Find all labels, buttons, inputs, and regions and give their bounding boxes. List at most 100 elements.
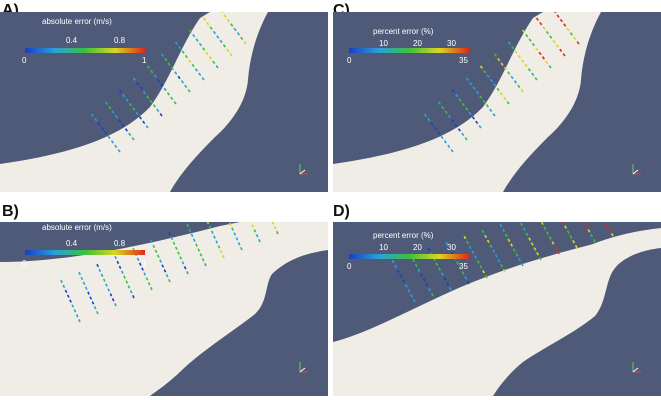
measurement-dash bbox=[520, 262, 524, 267]
measurement-dash bbox=[610, 232, 614, 237]
measurement-dash bbox=[98, 268, 102, 273]
measurement-dash bbox=[437, 101, 441, 105]
measurement-dash bbox=[531, 72, 535, 77]
colorbar-tick: 30 bbox=[447, 243, 456, 252]
measurement-dash bbox=[212, 30, 216, 35]
measurement-dash bbox=[435, 262, 439, 266]
measurement-dash bbox=[479, 95, 483, 99]
measurement-dash bbox=[202, 17, 206, 21]
measurement-dash bbox=[500, 62, 504, 66]
measurement-dash bbox=[500, 264, 504, 268]
measurement-dash bbox=[566, 27, 570, 32]
measurement-dash bbox=[138, 116, 142, 120]
measurement-dash bbox=[464, 276, 468, 280]
measurement-dash bbox=[107, 135, 111, 140]
measurement-dash bbox=[542, 26, 546, 30]
measurement-dash bbox=[493, 53, 497, 57]
measurement-dash bbox=[440, 135, 444, 140]
measurement-dash bbox=[145, 277, 149, 281]
measurement-dash bbox=[107, 288, 111, 292]
measurement-dash bbox=[223, 14, 227, 18]
measurement-dash bbox=[166, 92, 170, 96]
axes-triad-icon bbox=[632, 164, 641, 175]
measurement-dash bbox=[198, 72, 202, 77]
measurement-dash bbox=[478, 125, 482, 129]
colorbar-max-label: 1 bbox=[142, 259, 147, 268]
measurement-dash bbox=[100, 126, 104, 131]
measurement-dash bbox=[108, 105, 112, 110]
measurement-dash bbox=[427, 247, 431, 252]
measurement-dash bbox=[479, 65, 483, 69]
measurement-dash bbox=[476, 260, 480, 264]
measurement-dash bbox=[183, 266, 187, 270]
measurement-dash bbox=[125, 280, 129, 284]
panel-d-scene: percent error (%) 10 20 30 0 35 bbox=[333, 222, 661, 396]
measurement-dash bbox=[159, 259, 162, 263]
measurement-dash bbox=[475, 120, 479, 125]
measurement-dash bbox=[78, 318, 81, 323]
measurement-dash bbox=[114, 144, 118, 149]
measurement-dash bbox=[177, 251, 180, 255]
measurement-dash bbox=[541, 56, 545, 60]
measurement-dash bbox=[116, 260, 120, 265]
measurement-dash bbox=[514, 50, 518, 54]
measurement-dash bbox=[215, 65, 219, 69]
measurement-dash bbox=[407, 289, 411, 293]
measurement-dash bbox=[534, 77, 538, 81]
measurement-dash bbox=[152, 244, 156, 249]
colorbar-max-label: 1 bbox=[142, 56, 147, 65]
measurement-dash bbox=[444, 110, 448, 114]
measurement-dash bbox=[584, 224, 588, 228]
measurement-dash bbox=[447, 114, 451, 119]
measurement-dash bbox=[150, 239, 153, 244]
measurement-dash bbox=[132, 107, 136, 111]
measurement-dash bbox=[131, 137, 135, 141]
measurement-dash bbox=[507, 238, 511, 242]
measurement-dash bbox=[433, 126, 437, 131]
measurement-dash bbox=[243, 41, 247, 45]
measurement-dash bbox=[138, 262, 142, 266]
measurement-dash bbox=[423, 113, 427, 117]
measurement-dash bbox=[507, 41, 511, 45]
measurement-dash bbox=[499, 92, 503, 96]
measurement-dash bbox=[209, 26, 213, 30]
measurement-dash bbox=[122, 93, 126, 98]
measurement-dash bbox=[543, 226, 547, 230]
measurement-dash bbox=[422, 278, 426, 282]
measurement-dash bbox=[136, 257, 140, 261]
measurement-dash bbox=[125, 98, 129, 102]
measurement-dash bbox=[465, 77, 469, 81]
measurement-dash bbox=[201, 77, 205, 81]
measurement-dash bbox=[479, 265, 483, 269]
measurement-dash bbox=[546, 231, 550, 235]
measurement-lines bbox=[90, 12, 247, 153]
measurement-dash bbox=[486, 239, 490, 244]
colorbar-gradient bbox=[349, 48, 469, 53]
measurement-dash bbox=[555, 44, 559, 48]
measurement-dash bbox=[517, 54, 521, 59]
measurement-dash bbox=[110, 140, 114, 144]
measurement-dash bbox=[179, 256, 183, 260]
measurement-dash bbox=[127, 285, 131, 289]
measurement-dash bbox=[258, 238, 261, 243]
measurement-dash bbox=[402, 279, 406, 283]
measurement-dash bbox=[425, 283, 429, 287]
measurement-dash bbox=[553, 12, 557, 14]
measurement-dash bbox=[504, 233, 508, 238]
measurement-dash bbox=[463, 235, 467, 240]
measurement-dash bbox=[569, 235, 573, 239]
measurement-dash bbox=[121, 123, 125, 128]
measurement-dash bbox=[174, 71, 178, 75]
measurement-dash bbox=[468, 245, 472, 250]
colorbar-min-label: 0 bbox=[22, 259, 27, 268]
measurement-dash bbox=[556, 250, 560, 255]
panel-c-scene: percent error (%) 10 20 30 0 35 bbox=[333, 12, 641, 192]
colorbar-min-label: 0 bbox=[347, 262, 352, 271]
measurement-dash bbox=[492, 113, 496, 117]
axes-triad-icon bbox=[632, 362, 641, 373]
measurement-dash bbox=[472, 86, 476, 90]
measurement-dash bbox=[94, 117, 98, 122]
measurement-dash bbox=[276, 230, 279, 235]
measurement-dash bbox=[208, 225, 212, 229]
panel-b: absolute error (m/s) 0.4 0.8 0 1 bbox=[0, 222, 328, 396]
